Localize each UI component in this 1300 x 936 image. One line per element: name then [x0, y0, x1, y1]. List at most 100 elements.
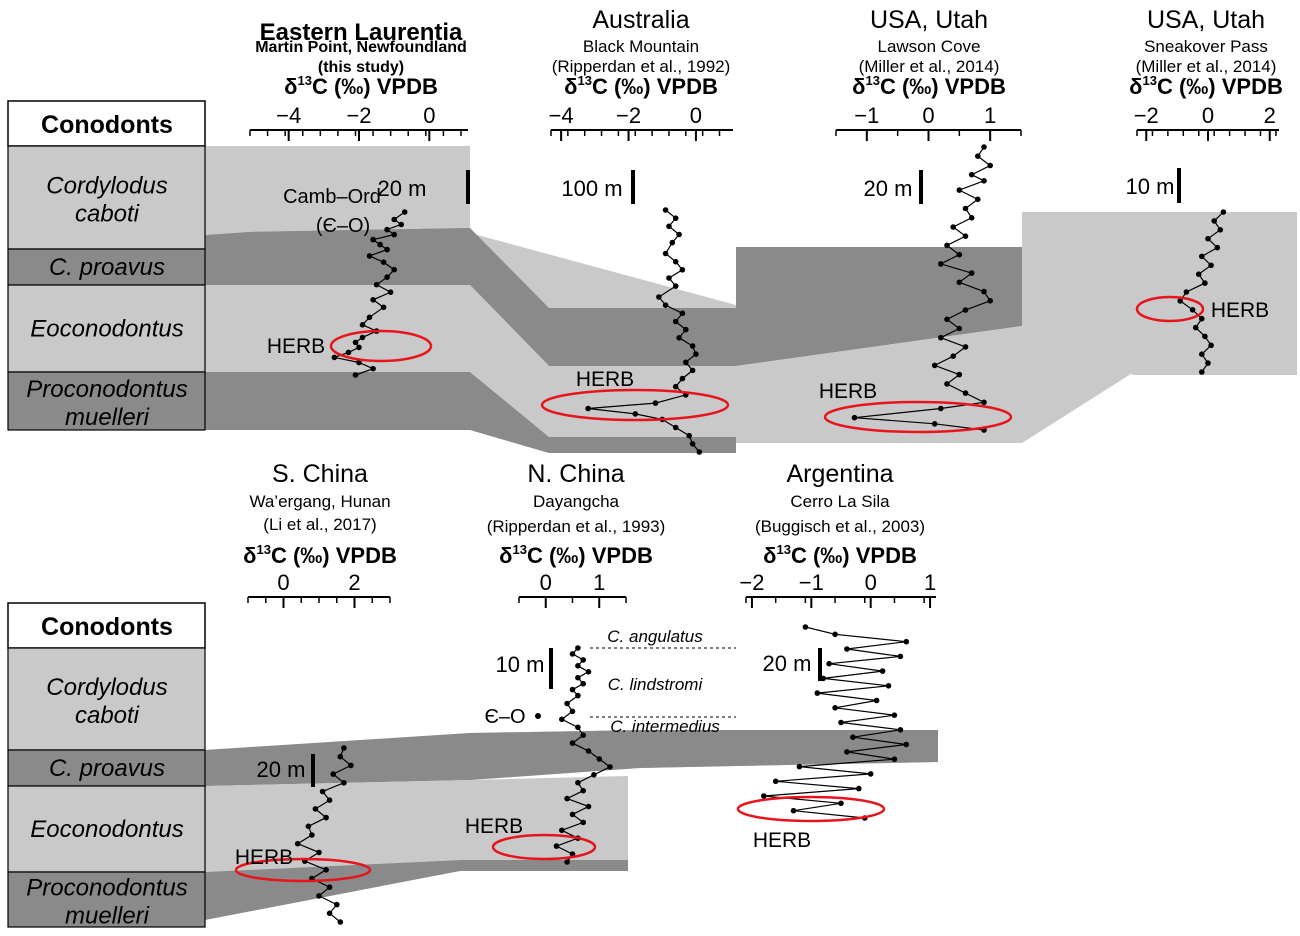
data-point-1-11	[662, 302, 669, 309]
data-point-2-13	[938, 261, 944, 267]
data-point-2-22	[962, 344, 969, 350]
data-point-5-21	[564, 795, 570, 802]
data-point-5-0	[575, 645, 581, 651]
data-point-2-30	[851, 414, 858, 421]
band-dark-proavus-top	[8, 228, 1022, 326]
axis-tick-label-0-2: 0	[423, 103, 435, 128]
herb-label-0: HERB	[267, 335, 325, 358]
data-point-3-0	[1220, 209, 1227, 215]
band-dark-bottom-muelleri	[205, 860, 628, 920]
zone-cell-muelleri	[7, 371, 206, 431]
data-point-2-9	[950, 224, 956, 230]
data-point-6-15	[850, 734, 856, 740]
data-point-1-23	[652, 400, 659, 406]
zone-label-eocono: Eoconodontus	[30, 316, 183, 343]
axis-label-2: δ13C (‰) VPDB	[852, 73, 1006, 99]
scale-bar-label-4: 20 m	[257, 757, 306, 782]
data-point-4-9	[305, 823, 312, 830]
zone-header-label: Conodonts	[41, 613, 173, 641]
data-point-0-14	[370, 297, 376, 303]
scale-bar-label-1: 100 m	[561, 176, 622, 201]
data-point-3-11	[1189, 307, 1196, 313]
band-light-upper	[8, 146, 1297, 375]
panel-source-5: (Ripperdan et al., 1993)	[487, 517, 666, 536]
data-point-4-12	[316, 849, 322, 856]
zone-label-muelleri-1: Proconodontus	[26, 376, 187, 403]
data-point-6-19	[796, 763, 803, 770]
data-point-6-8	[885, 683, 892, 689]
subzone-angulatus-label: C. angulatus	[607, 627, 703, 646]
scale-bar-label-5: 10 m	[496, 652, 545, 677]
data-point-0-20	[352, 339, 359, 346]
axis-label-6: δ13C (‰) VPDB	[763, 542, 917, 568]
data-point-6-16	[903, 741, 910, 748]
data-point-3-18	[1199, 369, 1205, 375]
data-point-5-25	[559, 827, 565, 834]
data-point-1-6	[672, 258, 679, 265]
data-point-1-18	[683, 359, 689, 366]
data-point-0-23	[331, 354, 338, 361]
panel-source-0: (this study)	[318, 59, 404, 76]
panel-title-0: Eastern Laurentia	[260, 19, 463, 46]
data-point-0-1	[391, 216, 398, 223]
data-point-6-24	[838, 800, 844, 807]
data-point-3-7	[1195, 271, 1202, 278]
data-point-5-20	[580, 787, 586, 794]
data-point-5-15	[585, 748, 592, 754]
data-point-0-13	[387, 289, 394, 296]
data-point-3-14	[1202, 333, 1208, 340]
data-point-5-12	[575, 724, 581, 731]
data-point-3-4	[1214, 244, 1221, 251]
data-point-6-9	[814, 690, 821, 696]
zone-cell-caboti	[7, 145, 206, 250]
data-point-0-10	[391, 266, 398, 273]
data-point-1-1	[672, 215, 679, 221]
data-point-1-7	[679, 267, 686, 273]
herb-ellipse-0	[329, 329, 433, 363]
data-point-5-8	[575, 692, 581, 699]
data-point-6-5	[826, 660, 832, 667]
data-point-5-19	[575, 779, 581, 786]
data-point-4-4	[341, 780, 347, 786]
data-point-1-20	[679, 375, 686, 382]
data-point-0-24	[356, 359, 362, 366]
data-point-2-20	[956, 325, 963, 332]
camb-ord-label: Camb–Ord	[283, 186, 381, 208]
data-point-3-6	[1208, 262, 1214, 269]
axis-tick-label-5-0: 0	[540, 570, 552, 595]
zone-label-caboti-2: caboti	[75, 702, 140, 729]
camb-ord-abbrev-label: (Є–O)	[316, 215, 370, 237]
herb-ellipse-4	[234, 857, 372, 883]
isotope-curves	[294, 144, 1227, 925]
axis-tick-label-3-0: −2	[1134, 103, 1159, 128]
data-point-1-15	[676, 335, 682, 341]
panel-locality-5: Dayangcha	[533, 492, 620, 511]
data-point-2-28	[981, 399, 987, 406]
data-point-4-3	[330, 771, 337, 777]
axis-tick-label-1-1: −2	[616, 103, 641, 128]
zone-label-muelleri-2: muelleri	[65, 404, 150, 431]
data-point-2-12	[956, 251, 963, 258]
panel-title-3: USA, Utah	[1147, 6, 1265, 34]
data-point-3-2	[1217, 227, 1224, 233]
panel-title-2: USA, Utah	[870, 6, 988, 34]
scale-bar-label-2: 20 m	[864, 176, 913, 201]
data-point-6-14	[897, 727, 904, 733]
data-point-6-18	[891, 756, 898, 762]
data-point-2-7	[962, 205, 969, 212]
axis-tick-label-4-1: 2	[348, 570, 360, 595]
axis-label-4: δ13C (‰) VPDB	[243, 542, 397, 568]
axis-tick-label-3-1: 0	[1202, 103, 1214, 128]
data-point-4-8	[323, 814, 329, 821]
data-point-3-9	[1183, 289, 1190, 295]
data-point-1-27	[672, 424, 679, 431]
zone-cell-proavus	[7, 749, 206, 787]
data-point-0-12	[373, 281, 380, 288]
axis-tick-label-1-0: −4	[549, 103, 574, 128]
axis-tick-label-5-1: 1	[593, 570, 605, 595]
data-point-1-25	[632, 411, 639, 417]
data-point-0-21	[356, 344, 362, 351]
